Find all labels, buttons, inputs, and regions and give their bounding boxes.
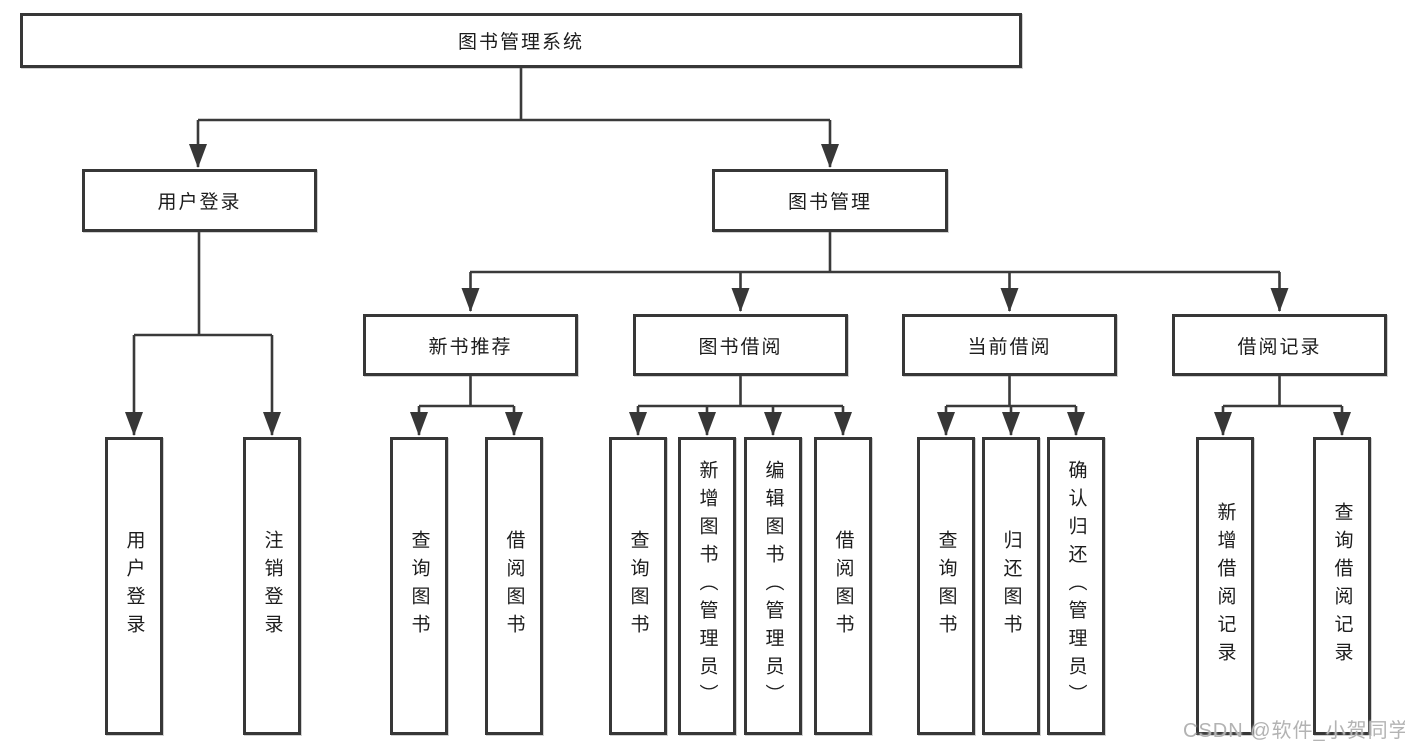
connector-borrow-trunk	[638, 376, 843, 408]
leaf-current-return-books: 归还图书	[982, 437, 1040, 735]
connector-current-trunk	[946, 376, 1076, 408]
node-library-management-system: 图书管理系统	[20, 13, 1022, 68]
leaf-recommend-query-books: 查询图书	[390, 437, 448, 735]
leaf-records-query-record: 查询借阅记录	[1313, 437, 1371, 735]
node-book-borrow: 图书借阅	[633, 314, 848, 376]
connector-user-login-trunk	[134, 232, 272, 337]
leaf-borrow-borrow-books: 借阅图书	[814, 437, 872, 735]
connector-records-trunk	[1223, 376, 1342, 408]
leaf-borrow-query-books: 查询图书	[609, 437, 667, 735]
leaf-current-confirm-return-admin: 确认归还（管理员）	[1047, 437, 1105, 735]
leaf-records-add-record: 新增借阅记录	[1196, 437, 1254, 735]
leaf-recommend-borrow-books: 借阅图书	[485, 437, 543, 735]
connector-recommend-trunk	[419, 376, 514, 408]
node-user-login-group: 用户登录	[82, 169, 317, 232]
leaf-current-query-books: 查询图书	[917, 437, 975, 735]
leaf-borrow-edit-books-admin: 编辑图书（管理员）	[744, 437, 802, 735]
node-new-book-recommend: 新书推荐	[363, 314, 578, 376]
node-book-management-group: 图书管理	[712, 169, 948, 232]
connector-root-trunk	[198, 68, 830, 122]
csdn-watermark: CSDN @软件_小贺同学	[1183, 720, 1405, 742]
leaf-logout: 注销登录	[243, 437, 301, 735]
node-current-borrow: 当前借阅	[902, 314, 1117, 376]
node-borrow-records: 借阅记录	[1172, 314, 1387, 376]
leaf-borrow-add-books-admin: 新增图书（管理员）	[678, 437, 736, 735]
connector-book-management-trunk	[470, 232, 1280, 274]
leaf-user-login: 用户登录	[105, 437, 163, 735]
